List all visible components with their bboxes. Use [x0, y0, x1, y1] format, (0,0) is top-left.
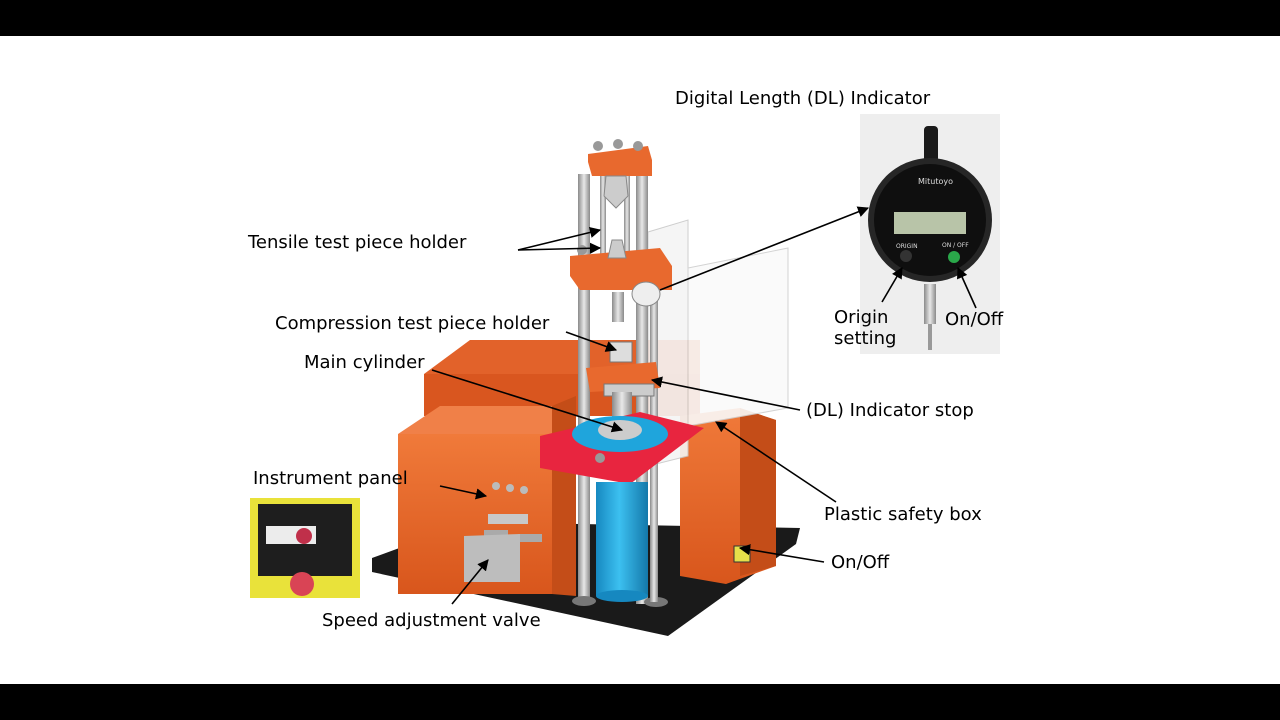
diagram-slide: Mitutoyo ORIGIN ON / OFF Digital [0, 36, 1280, 684]
label-speed-adjustment-valve: Speed adjustment valve [322, 610, 541, 631]
label-dl-indicator: Digital Length (DL) Indicator [675, 88, 931, 109]
pointer-lines [431, 206, 977, 605]
middle-crosshead [570, 239, 672, 322]
red-platform [540, 412, 704, 484]
top-crosshead [588, 139, 652, 209]
gauge-onoff-label: ON / OFF [942, 242, 969, 249]
label-main-cylinder: Main cylinder [304, 352, 425, 373]
label-tensile-holder: Tensile test piece holder [248, 232, 467, 253]
label-compression-holder: Compression test piece holder [275, 313, 550, 334]
letterbox-top [0, 0, 1280, 36]
machine-illustration: Mitutoyo ORIGIN ON / OFF [250, 114, 1000, 636]
label-origin-line1: Origin [834, 307, 889, 328]
label-on-off-base: On/Off [831, 552, 890, 573]
compression-holder [609, 341, 633, 363]
label-plastic-safety-box: Plastic safety box [824, 504, 982, 525]
gauge-origin-label: ORIGIN [896, 243, 918, 250]
letterbox-bottom [0, 684, 1280, 720]
label-instrument-panel: Instrument panel [253, 468, 408, 489]
label-origin-line2: setting [834, 328, 897, 349]
gauge-brand: Mitutoyo [918, 177, 953, 186]
label-on-off-gauge: On/Off [945, 309, 1004, 330]
label-dl-indicator-stop: (DL) Indicator stop [806, 400, 974, 421]
dl-indicator-photo [860, 114, 1000, 354]
main-cylinder-body [596, 482, 648, 602]
instrument-panel-photo [250, 498, 360, 598]
